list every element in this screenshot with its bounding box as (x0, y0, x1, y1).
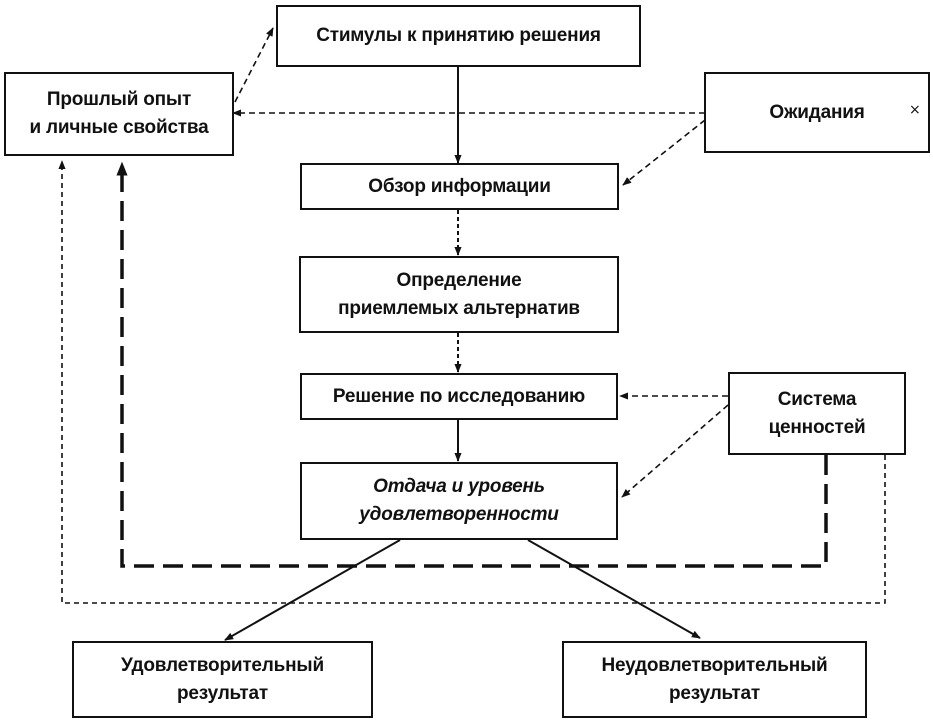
stray-mark-glyph: × (909, 102, 921, 118)
node-unsatisfactory-result: Неудовлетворительный результат (562, 641, 867, 718)
node-info-review: Обзор информации (300, 163, 619, 210)
node-past-experience: Прошлый опыт и личные свойства (4, 72, 234, 156)
feedback-loop-light (58, 160, 886, 604)
node-stimuli: Стимулы к принятию решения (276, 5, 641, 67)
arrow-values-to-return (621, 404, 729, 498)
node-return-satisfaction: Отдача и уровень удовлетворенности (300, 462, 618, 540)
node-research-decision: Решение по исследованию (300, 373, 618, 420)
node-alternatives: Определение приемлемых альтернатив (299, 256, 619, 333)
feedback-loop-heavy (116, 161, 828, 568)
node-satisfactory-result: Удовлетворительный результат (72, 641, 373, 718)
arrow-to-unsatisfactory (527, 539, 701, 639)
node-expectations: Ожидания (704, 72, 930, 153)
arrow-expectations-to-review (622, 119, 706, 186)
arrow-to-satisfactory (224, 539, 401, 641)
node-value-system: Система ценностей (728, 372, 906, 455)
arrow-past-to-stimuli (234, 27, 274, 103)
